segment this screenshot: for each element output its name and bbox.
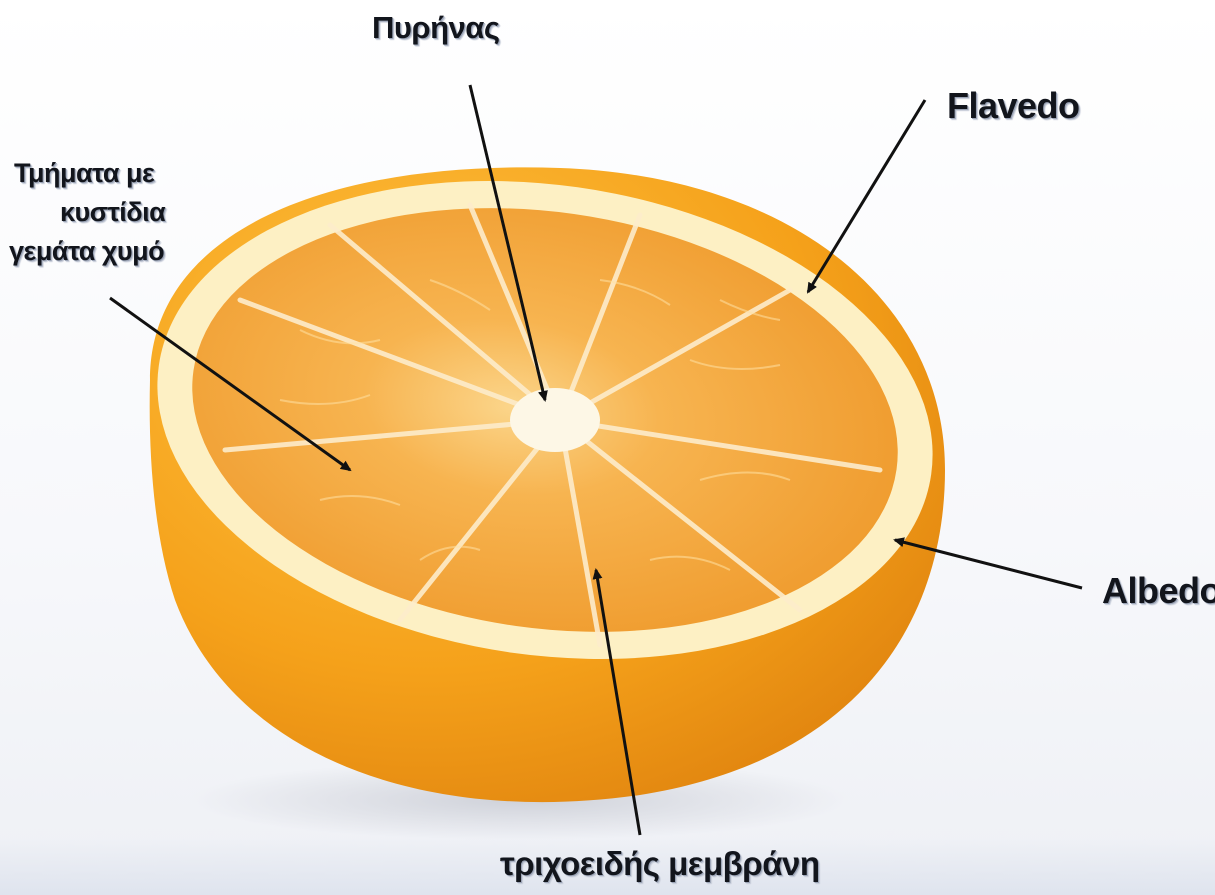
label-core: Πυρήνας <box>372 10 499 46</box>
core <box>510 388 600 452</box>
label-segments-line3: γεμάτα χυμό <box>9 236 164 267</box>
label-albedo: Albedo <box>1102 570 1215 612</box>
label-membrane: τριχοειδής μεμβράνη <box>500 845 820 883</box>
arrow-icon <box>808 100 925 292</box>
label-segments-line1: Τμήματα με <box>14 158 154 189</box>
label-flavedo: Flavedo <box>947 85 1080 127</box>
label-segments-line2: κυστίδια <box>60 197 165 228</box>
